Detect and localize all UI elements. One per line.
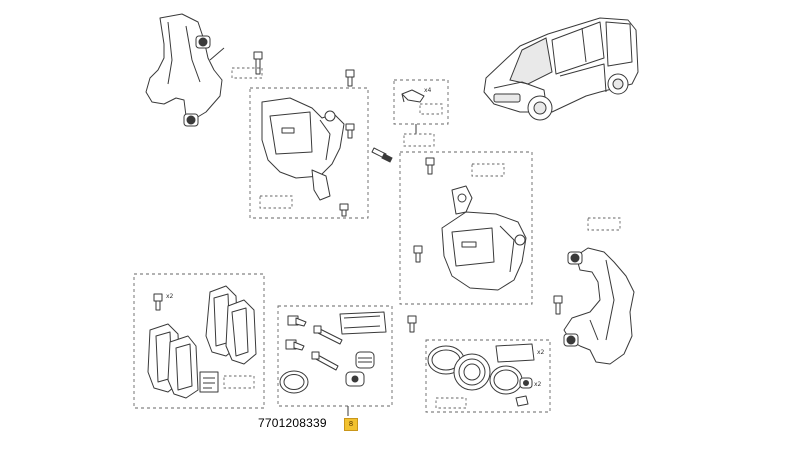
kit-grease-sachet-2[interactable] bbox=[495, 343, 535, 363]
callout-marker[interactable]: 8 bbox=[344, 418, 358, 431]
kit-seal-ring[interactable] bbox=[279, 370, 309, 394]
kit-dust-boot-1[interactable] bbox=[355, 351, 375, 369]
piston-kit-quantity: x2 bbox=[537, 349, 545, 356]
brake-pad-outer-right[interactable] bbox=[225, 299, 257, 365]
guide-bolt-1b[interactable] bbox=[339, 203, 349, 217]
kit-grease-sachet[interactable] bbox=[339, 311, 387, 335]
guide-bolt-2b[interactable] bbox=[413, 245, 423, 263]
pad-wear-sensor-card[interactable] bbox=[199, 371, 219, 393]
caliper-assembly-box-1 bbox=[249, 87, 369, 219]
guide-bolt-2a[interactable] bbox=[425, 157, 435, 175]
kit-bolt-2[interactable] bbox=[285, 339, 305, 351]
kit-guide-pin-1[interactable] bbox=[313, 325, 343, 345]
guide-bolt-1a[interactable] bbox=[345, 123, 355, 139]
ref-label-box bbox=[259, 195, 293, 209]
guide-bolt-2c[interactable] bbox=[407, 315, 417, 333]
kit-bolt-1[interactable] bbox=[287, 315, 307, 327]
ref-label-box bbox=[403, 133, 435, 147]
caliper-body-1[interactable] bbox=[261, 97, 345, 179]
caliper-assembly-box-2 bbox=[399, 151, 533, 305]
pad-bolt-quantity: x2 bbox=[166, 293, 174, 300]
kit-small-cap[interactable] bbox=[519, 377, 533, 389]
ref-label-box bbox=[419, 103, 443, 115]
caliper-carrier-left[interactable] bbox=[145, 13, 225, 127]
pad-clip-box bbox=[393, 79, 449, 125]
caliper-guide-bracket-1[interactable] bbox=[311, 169, 331, 201]
ref-label-box bbox=[223, 375, 255, 389]
caliper-guide-bracket-2[interactable] bbox=[451, 185, 473, 215]
piston-kit-box bbox=[425, 339, 551, 413]
part-number-label[interactable]: 7701208339 bbox=[258, 416, 327, 430]
guide-kit-box bbox=[277, 305, 393, 407]
bleed-screw-1[interactable] bbox=[345, 69, 355, 87]
ref-label-box bbox=[231, 67, 263, 79]
pad-clip-quantity: x4 bbox=[424, 87, 432, 94]
caliper-body-2[interactable] bbox=[441, 211, 527, 291]
kit-piston[interactable] bbox=[453, 353, 491, 391]
kit-guide-pin-2[interactable] bbox=[311, 351, 339, 371]
kit-small-parts-quantity: x2 bbox=[534, 381, 542, 388]
guide-pin[interactable] bbox=[371, 147, 393, 163]
carrier-bolt-left[interactable] bbox=[253, 51, 263, 75]
ref-label-box bbox=[435, 397, 467, 409]
kit-dust-seal[interactable] bbox=[489, 365, 523, 395]
kit-dust-boot-2[interactable] bbox=[345, 371, 365, 387]
pad-bolt[interactable] bbox=[153, 293, 163, 311]
kit-bleed-cap[interactable] bbox=[515, 395, 529, 407]
brake-pad-outer-left[interactable] bbox=[167, 335, 199, 399]
ref-label-box bbox=[587, 217, 621, 231]
ref-label-box bbox=[471, 163, 505, 177]
pad-guide-clip[interactable] bbox=[401, 89, 425, 103]
caliper-carrier-right[interactable] bbox=[563, 247, 635, 365]
carrier-bolt-right[interactable] bbox=[553, 295, 563, 315]
vehicle-illustration bbox=[483, 17, 639, 121]
